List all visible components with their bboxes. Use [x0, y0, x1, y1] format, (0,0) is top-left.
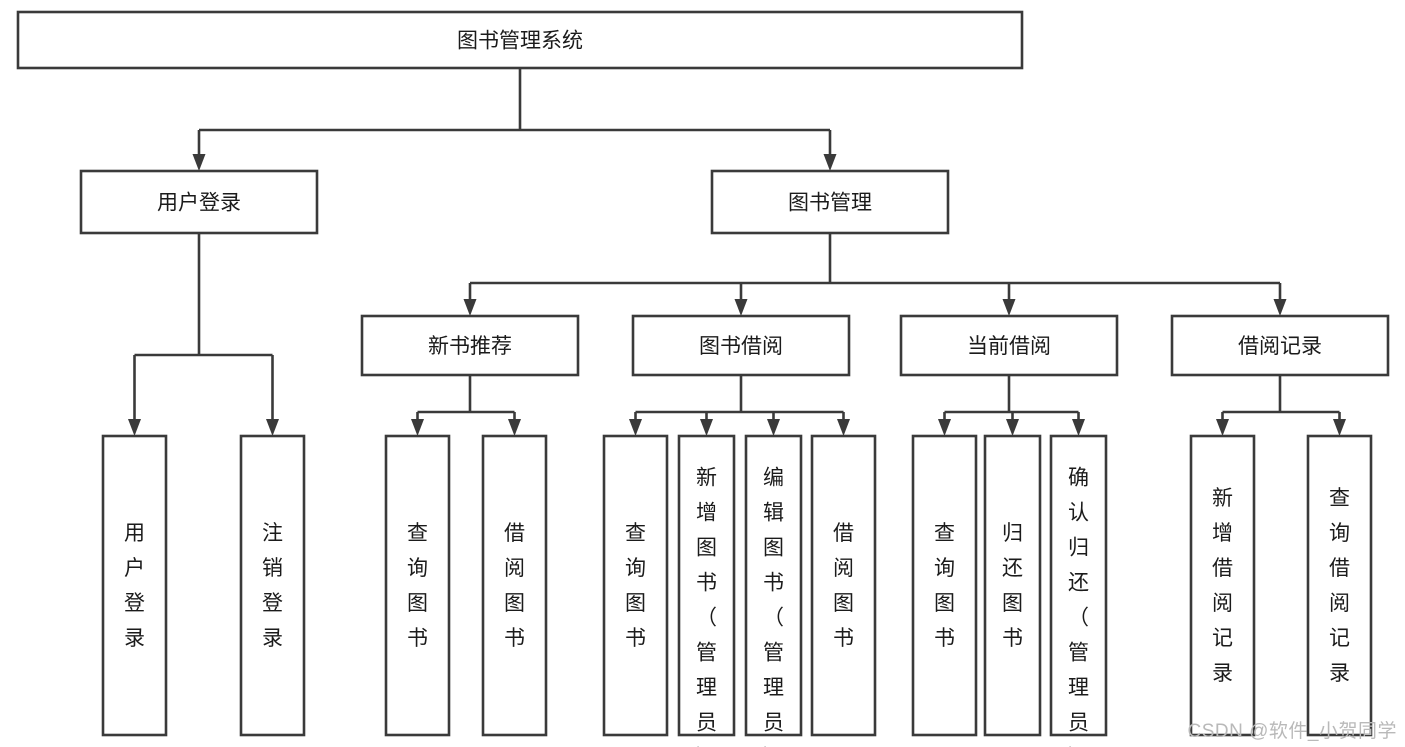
edge-arrowhead — [823, 154, 837, 171]
edge-arrowhead — [767, 419, 780, 436]
node-book-manage[interactable]: 图书管理 — [710, 169, 950, 235]
edge-arrowhead — [192, 154, 206, 171]
node-root-label: 图书管理系统 — [457, 30, 583, 53]
edge-arrowhead — [411, 419, 424, 436]
edge-group-current-borrow — [943, 375, 1080, 420]
node-leaf-add-book[interactable]: 新增图书（管理员） — [677, 434, 736, 747]
edge-arrowhead — [1273, 299, 1287, 316]
edge-group-borrow-record — [1221, 375, 1341, 420]
edge-arrowhead — [463, 299, 477, 316]
node-leaf-add-record[interactable]: 新增借阅记录 — [1189, 434, 1256, 737]
node-leaf-query-book-2[interactable]: 查询图书 — [602, 434, 669, 737]
node-leaf-borrow-book-2-box[interactable] — [810, 434, 877, 737]
node-current-borrow-label: 当前借阅 — [967, 335, 1051, 358]
node-leaf-user-logout-box[interactable] — [239, 434, 306, 737]
node-leaf-add-record-box[interactable] — [1189, 434, 1256, 737]
node-new-book-recommend-box[interactable] — [360, 314, 580, 377]
node-leaf-user-login-label: 用户登录 — [124, 522, 145, 650]
node-leaf-query-book-3-label: 查询图书 — [934, 522, 955, 650]
node-leaf-borrow-book-1[interactable]: 借阅图书 — [481, 434, 548, 737]
node-leaf-query-book-2-box[interactable] — [602, 434, 669, 737]
node-leaf-user-login[interactable]: 用户登录 — [101, 434, 168, 737]
edge-group-book-borrow — [634, 375, 845, 420]
edge-group-new-book-recommend — [416, 375, 516, 420]
node-leaf-query-record[interactable]: 查询借阅记录 — [1306, 434, 1373, 737]
edge-arrowhead — [938, 419, 951, 436]
node-leaf-query-book-3[interactable]: 查询图书 — [911, 434, 978, 737]
node-leaf-add-record-label: 新增借阅记录 — [1212, 487, 1233, 685]
node-borrow-record[interactable]: 借阅记录 — [1170, 314, 1390, 377]
edge-group-root — [197, 68, 832, 155]
node-current-borrow-box[interactable] — [899, 314, 1119, 377]
node-leaf-borrow-book-1-label: 借阅图书 — [504, 522, 525, 650]
node-user-login-box[interactable] — [79, 169, 319, 235]
node-leaf-query-record-label: 查询借阅记录 — [1329, 487, 1350, 685]
edge-arrowhead — [1333, 419, 1346, 436]
node-leaf-borrow-book-2-label: 借阅图书 — [833, 522, 854, 650]
node-current-borrow[interactable]: 当前借阅 — [899, 314, 1119, 377]
edge-arrowhead — [734, 299, 748, 316]
node-leaf-return-book-label: 归还图书 — [1002, 522, 1023, 650]
node-leaf-query-record-box[interactable] — [1306, 434, 1373, 737]
edge-arrowhead — [1216, 419, 1229, 436]
node-leaf-confirm-return-label: 确认归还（管理员） — [1068, 466, 1089, 747]
edge-arrowhead — [1002, 299, 1016, 316]
node-leaf-add-book-label: 新增图书（管理员） — [696, 466, 717, 747]
node-root-box[interactable] — [16, 10, 1024, 70]
node-leaf-query-book-1[interactable]: 查询图书 — [384, 434, 451, 737]
edge-arrowhead — [128, 419, 141, 436]
node-leaf-borrow-book-2[interactable]: 借阅图书 — [810, 434, 877, 737]
node-book-borrow-label: 图书借阅 — [699, 335, 783, 358]
node-leaf-query-book-2-label: 查询图书 — [625, 522, 646, 650]
node-book-borrow-box[interactable] — [631, 314, 851, 377]
node-book-borrow[interactable]: 图书借阅 — [631, 314, 851, 377]
node-borrow-record-box[interactable] — [1170, 314, 1390, 377]
node-leaf-add-book-box[interactable] — [677, 434, 736, 737]
node-leaf-user-logout[interactable]: 注销登录 — [239, 434, 306, 737]
node-new-book-recommend-label: 新书推荐 — [428, 335, 512, 358]
edge-arrowhead — [629, 419, 642, 436]
edge-arrowhead — [1006, 419, 1019, 436]
node-borrow-record-label: 借阅记录 — [1238, 335, 1322, 358]
node-user-login[interactable]: 用户登录 — [79, 169, 319, 235]
node-book-manage-box[interactable] — [710, 169, 950, 235]
node-leaf-query-book-3-box[interactable] — [911, 434, 978, 737]
node-user-login-label: 用户登录 — [157, 192, 241, 215]
edge-group-book-manage — [468, 233, 1282, 300]
edge-arrowhead — [837, 419, 850, 436]
node-leaf-user-logout-label: 注销登录 — [262, 522, 283, 650]
node-leaf-query-book-1-box[interactable] — [384, 434, 451, 737]
node-root[interactable]: 图书管理系统 — [16, 10, 1024, 70]
node-leaf-return-book-box[interactable] — [983, 434, 1042, 737]
node-book-manage-label: 图书管理 — [788, 192, 872, 215]
node-new-book-recommend[interactable]: 新书推荐 — [360, 314, 580, 377]
edge-arrowhead — [1072, 419, 1085, 436]
node-leaf-user-login-box[interactable] — [101, 434, 168, 737]
edge-arrowhead — [266, 419, 279, 436]
node-leaf-confirm-return[interactable]: 确认归还（管理员） — [1049, 434, 1108, 747]
edge-arrowhead — [700, 419, 713, 436]
edge-arrowhead — [508, 419, 521, 436]
node-leaf-query-book-1-label: 查询图书 — [407, 522, 428, 650]
node-leaf-edit-book[interactable]: 编辑图书（管理员） — [744, 434, 803, 747]
node-leaf-borrow-book-1-box[interactable] — [481, 434, 548, 737]
node-leaf-confirm-return-box[interactable] — [1049, 434, 1108, 737]
node-leaf-edit-book-box[interactable] — [744, 434, 803, 737]
edge-group-user-login — [133, 233, 274, 420]
watermark-label: CSDN @软件_小贺同学 — [1187, 721, 1397, 742]
node-leaf-return-book[interactable]: 归还图书 — [983, 434, 1042, 737]
